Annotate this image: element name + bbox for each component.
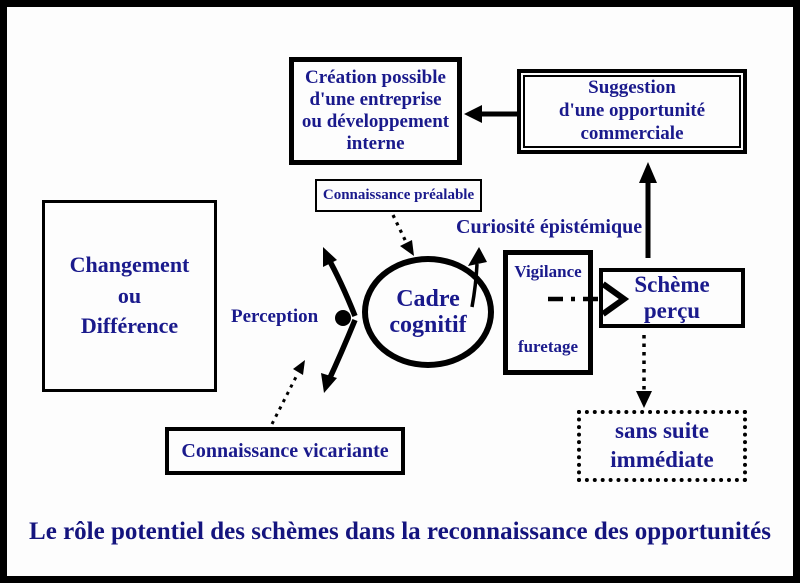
- furetage-label: furetage: [517, 337, 579, 356]
- box-changement-line: Différence: [80, 313, 179, 339]
- arrow-scheme-to-suggestion-icon: [639, 162, 657, 258]
- box-connaissance-vicariante-label: Connaissance vicariante: [181, 439, 389, 462]
- box-suggestion-line: d'une opportunité: [558, 100, 706, 122]
- curiosite-epistemique-label: Curiosité épistémique: [456, 216, 643, 238]
- box-sans-suite-line: immédiate: [610, 447, 714, 472]
- box-sans-suite-immediate: sans suite immédiate: [577, 410, 747, 482]
- box-connaissance-prealable-label: Connaissance préalable: [322, 187, 475, 203]
- box-changement-line: Changement: [69, 251, 190, 277]
- arrow-prealable-to-cadre-icon: [391, 214, 414, 256]
- perception-converging-arrows-icon: [321, 247, 358, 393]
- perception-label: Perception: [231, 306, 319, 327]
- box-creation-possible: Création possible d'une entreprise ou dé…: [289, 57, 462, 165]
- box-creation-line: d'une entreprise: [309, 88, 442, 110]
- box-creation-line: interne: [346, 133, 405, 155]
- box-vigilance-furetage: Vigilance furetage: [503, 250, 593, 375]
- box-scheme-line: Schème: [634, 271, 710, 297]
- box-creation-line: ou développement: [301, 111, 450, 132]
- box-suggestion-opportunite: Suggestion d'une opportunité commerciale: [517, 69, 747, 154]
- ellipse-cadre-line: Cadre: [396, 285, 460, 312]
- diagram-title: Le rôle potentiel des schèmes dans la re…: [29, 518, 771, 545]
- box-suggestion-inner-border: Suggestion d'une opportunité commerciale: [523, 75, 741, 148]
- box-connaissance-vicariante: Connaissance vicariante: [165, 427, 405, 475]
- box-suggestion-line: Suggestion: [588, 77, 676, 99]
- perception-dot-icon: [335, 310, 351, 326]
- arrow-vicariante-to-perception-icon: [270, 360, 305, 425]
- box-creation-line: Création possible: [305, 66, 446, 88]
- ellipse-cadre-line: cognitif: [389, 312, 467, 338]
- box-scheme-line: perçu: [643, 298, 701, 323]
- box-suggestion-line: commerciale: [580, 122, 684, 144]
- vigilance-label: Vigilance: [514, 262, 582, 281]
- box-connaissance-prealable: Connaissance préalable: [315, 179, 482, 212]
- arrow-scheme-to-sans-suite-icon: [636, 335, 652, 408]
- box-changement-difference: Changement ou Différence: [42, 200, 217, 392]
- arrow-suggestion-to-creation-icon: [464, 105, 521, 123]
- box-sans-suite-line: sans suite: [615, 418, 709, 444]
- box-changement-line: ou: [117, 282, 142, 308]
- ellipse-cadre-cognitif: Cadre cognitif: [362, 256, 494, 368]
- box-scheme-percu: Schème perçu: [599, 268, 745, 328]
